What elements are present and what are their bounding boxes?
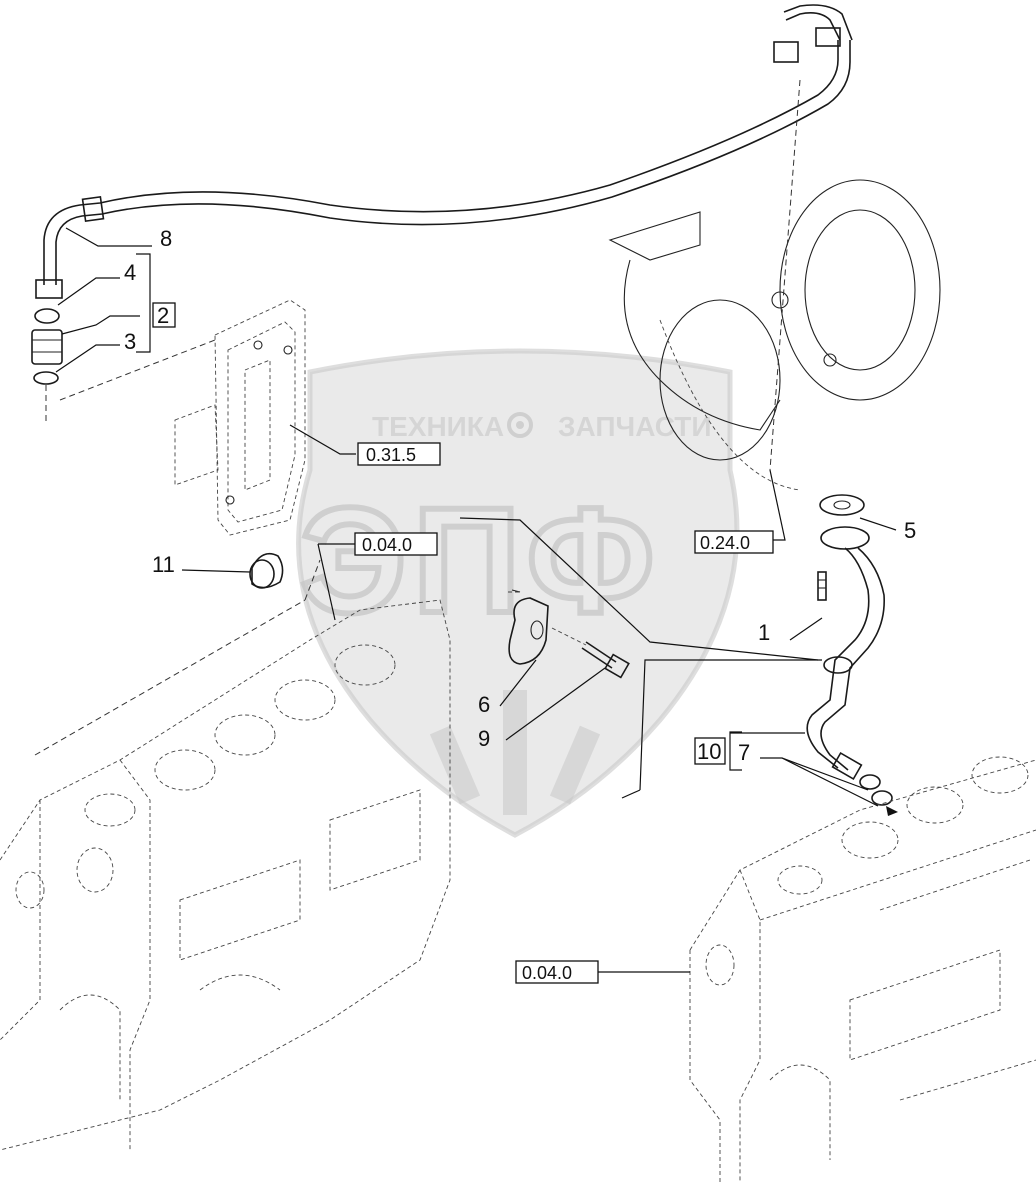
callout-8: 8 xyxy=(160,226,172,251)
ref-0-04-0-bottom: 0.04.0 xyxy=(522,963,572,983)
bracket-and-bolt xyxy=(508,589,630,679)
callout-labels: 8 4 3 5 11 1 6 9 7 xyxy=(124,226,916,765)
callout-2: 2 xyxy=(157,303,169,328)
reference-boxes: 0.31.5 0.04.0 0.24.0 0.04.0 xyxy=(354,442,774,984)
wheat-emblem xyxy=(429,690,601,815)
callout-10: 10 xyxy=(697,739,721,764)
watermark-text-right: ЗАПЧАСТИ xyxy=(558,411,711,442)
ref-0-31-5: 0.31.5 xyxy=(366,445,416,465)
callout-11: 11 xyxy=(152,552,175,577)
pipe-fittings xyxy=(31,308,63,425)
callout-4: 4 xyxy=(124,260,136,285)
watermark-logo: ТЕХНИКА ЗАПЧАСТИ ЭПФ xyxy=(296,348,740,838)
callout-9: 9 xyxy=(478,726,490,751)
rear-cover-outline xyxy=(59,299,306,536)
callout-5: 5 xyxy=(904,518,916,543)
gear-icon xyxy=(507,412,533,438)
ref-0-04-0-top: 0.04.0 xyxy=(362,535,412,555)
watermark-logo-text: ЭПФ xyxy=(300,476,661,644)
oil-feed-pipe xyxy=(35,4,853,299)
oil-return-pipe xyxy=(806,494,898,816)
engine-block-left xyxy=(0,559,451,1151)
ref-0-24-0: 0.24.0 xyxy=(700,533,750,553)
boxed-callouts: 2 10 xyxy=(152,302,726,765)
engine-block-right xyxy=(689,756,1036,1183)
callout-7: 7 xyxy=(738,740,750,765)
callout-1: 1 xyxy=(758,620,770,645)
turbocharger xyxy=(608,79,941,491)
callout-6: 6 xyxy=(478,692,490,717)
plug xyxy=(249,552,284,589)
callout-3: 3 xyxy=(124,329,136,354)
watermark-text-left: ТЕХНИКА xyxy=(372,411,504,442)
